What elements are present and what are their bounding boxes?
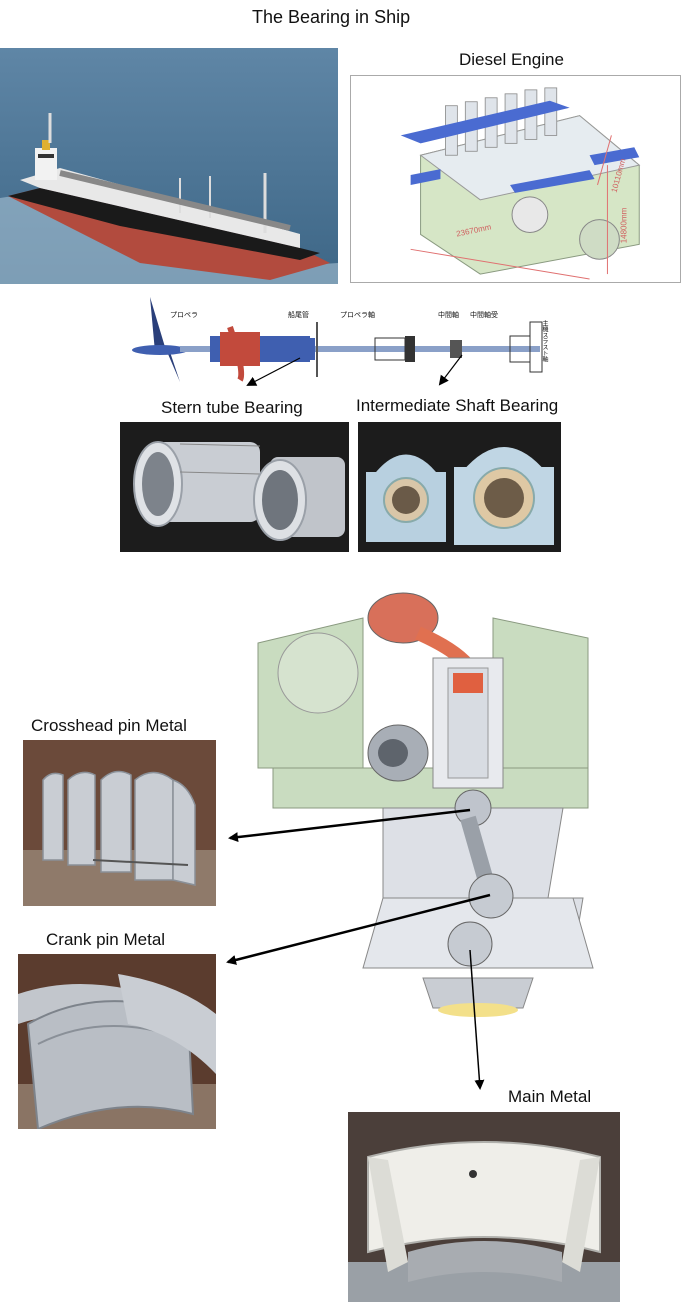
- crank-pin-metal-photo: [18, 954, 216, 1129]
- crosshead-pin-metal-photo: [23, 740, 216, 906]
- stern-tube-bearing-label: Stern tube Bearing: [161, 398, 303, 417]
- shaft-label-propeller-shaft: プロペラ軸: [340, 312, 375, 319]
- shaft-label-intermediate-bearing: 中間軸受: [470, 312, 498, 319]
- main-metal-label: Main Metal: [508, 1087, 592, 1106]
- intermediate-shaft-bearing-photo: [358, 422, 561, 552]
- shaft-label-propeller: プロペラ: [170, 312, 198, 319]
- engine-cross-section: [243, 578, 615, 1018]
- propeller-shaft-drawing: プロペラ 船尾管 プロペラ軸 中間軸 中間軸受 主機スラスト軸: [120, 292, 560, 387]
- shaft-label-thrust: 主機スラスト軸: [541, 320, 547, 362]
- diesel-engine-drawing: 23670mm 10110mm 14800mm: [350, 75, 681, 283]
- ship-photo: [0, 48, 338, 284]
- intermediate-shaft-bearing-label: Intermediate Shaft Bearing: [356, 396, 559, 415]
- shaft-label-intermediate-shaft: 中間軸: [438, 312, 459, 319]
- diesel-engine-label: Diesel Engine: [459, 50, 564, 69]
- stern-tube-bearing-photo: [120, 422, 349, 552]
- page-title: The Bearing in Ship: [252, 7, 411, 27]
- shaft-label-stern-tube: 船尾管: [288, 312, 309, 319]
- dim-height-label: 14800mm: [619, 207, 629, 244]
- main-metal-photo: [348, 1112, 620, 1302]
- crank-pin-metal-label: Crank pin Metal: [46, 930, 166, 949]
- crosshead-pin-metal-label: Crosshead pin Metal: [31, 716, 187, 735]
